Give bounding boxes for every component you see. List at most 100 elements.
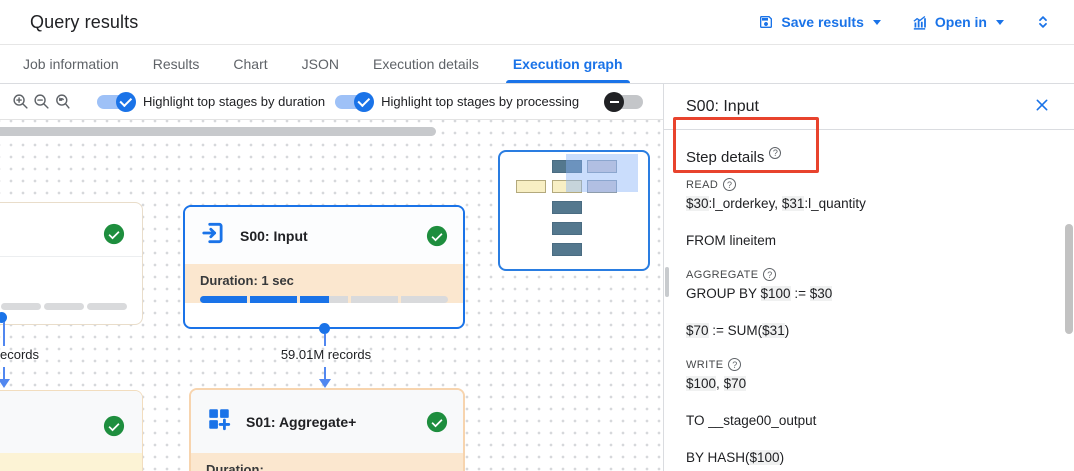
step-section-label: AGGREGATE: [686, 268, 1052, 281]
zoom-in-button[interactable]: [12, 89, 29, 115]
step-details-heading: Step details: [686, 147, 1052, 166]
variable-token: $31: [762, 323, 785, 338]
tab-execution-graph[interactable]: Execution graph: [496, 45, 640, 83]
close-panel-button[interactable]: [1032, 95, 1052, 118]
step-section-line: TO __stage00_output: [686, 413, 817, 428]
status-check-icon: [103, 223, 125, 245]
minimap-stage-rect: [516, 180, 546, 193]
aggregate-stage-icon: [206, 406, 232, 437]
variable-token: $70: [723, 376, 747, 391]
minimap-stage-rect: [587, 160, 617, 173]
panel-left-scrollbar[interactable]: [665, 267, 669, 297]
zoom-reset-button[interactable]: [54, 89, 71, 115]
highlight-duration-label: Highlight top stages by duration: [143, 94, 326, 109]
caret-down-icon: [872, 19, 881, 25]
minimap-stage-rect: [552, 222, 582, 235]
execution-graph-area: Highlight top stages by duration Highlig…: [0, 84, 663, 471]
help-icon[interactable]: [723, 178, 737, 191]
stage-node-s00-header: S00: Input: [185, 207, 463, 264]
save-icon: [758, 14, 774, 30]
step-section-line: BY HASH($100): [686, 450, 785, 465]
stage-card-partial-top[interactable]: [0, 202, 143, 325]
step-section: READ $30:l_orderkey, $31:l_quantity: [686, 178, 1052, 214]
highlight-duration-toggle[interactable]: [97, 91, 136, 112]
status-check-icon: [426, 411, 448, 433]
tab-json[interactable]: JSON: [301, 56, 339, 72]
duration-bar-segment: [250, 296, 298, 303]
edge-line: [3, 322, 5, 346]
panel-body: Step details READ $30:l_orderkey, $31:l_q…: [664, 130, 1074, 468]
duration-bar-segment: [350, 296, 398, 303]
tab-execution-details[interactable]: Execution details: [372, 56, 479, 72]
tab-chart[interactable]: Chart: [233, 56, 268, 72]
card-highlight-yellow: [0, 453, 142, 471]
open-in-button[interactable]: Open in: [911, 14, 1004, 31]
duration-bar-segment: [400, 296, 449, 303]
step-details-label: Step details: [686, 149, 765, 166]
help-icon[interactable]: [728, 358, 742, 371]
unfold-icon: [1034, 13, 1052, 31]
edge-arrowhead: [319, 379, 331, 388]
minimap-stage-rect: [552, 201, 582, 214]
duration-progress-bar: [200, 296, 449, 303]
minimap-viewport[interactable]: [566, 154, 638, 192]
variable-token: $100: [749, 450, 780, 465]
variable-token: $100: [760, 286, 791, 301]
third-toggle[interactable]: [604, 91, 644, 112]
step-section: AGGREGATE GROUP BY $100 := $30: [686, 268, 1052, 304]
graph-canvas[interactable]: S00: Input Duration: 1 sec 59.01M record…: [0, 120, 663, 471]
edge-arrowhead: [0, 379, 10, 388]
variable-token: $31: [781, 196, 805, 211]
save-results-button[interactable]: Save results: [758, 14, 881, 30]
duration-bar-segment: [1, 303, 41, 310]
caret-down-icon: [996, 19, 1004, 25]
step-section: TO __stage00_output: [686, 411, 1052, 431]
edge-records-label-partial: ecords: [0, 347, 40, 362]
page-title: Query results: [30, 11, 139, 32]
edge-dot: [0, 312, 7, 323]
help-icon[interactable]: [763, 268, 777, 281]
step-section: $70 := SUM($31): [686, 321, 1052, 341]
help-icon[interactable]: [769, 147, 782, 159]
duration-bar-gray: [1, 303, 127, 310]
expand-collapse-button[interactable]: [1034, 13, 1052, 31]
step-section-label: READ: [686, 178, 1052, 191]
minimap-stage-rect: [587, 180, 617, 193]
open-in-label: Open in: [934, 14, 987, 30]
panel-scrollbar[interactable]: [1065, 224, 1073, 334]
variable-token: $70: [686, 323, 709, 338]
step-section-line: FROM lineitem: [686, 233, 777, 248]
stage-node-s00[interactable]: S00: Input Duration: 1 sec: [183, 205, 465, 329]
status-check-icon: [426, 225, 448, 247]
step-section-line: $30:l_orderkey, $31:l_quantity: [686, 196, 866, 211]
stage-node-s00-title: S00: Input: [240, 227, 308, 244]
zoom-out-button[interactable]: [33, 89, 50, 115]
stage-duration-label: Duration: 1 sec: [200, 273, 294, 288]
header-actions: Save results Open in: [758, 13, 1052, 31]
minimap-stage-rect: [552, 243, 582, 256]
edge-records-label: 59.01M records: [280, 347, 372, 362]
step-section: BY HASH($100): [686, 448, 1052, 468]
tab-bar: Job information Results Chart JSON Execution…: [0, 45, 1074, 84]
status-check-icon: [103, 415, 125, 437]
stage-node-s01[interactable]: S01: Aggregate+ Duration:: [189, 388, 465, 471]
step-section-line: GROUP BY $100 := $30: [686, 286, 833, 301]
stage-card-partial-bottom[interactable]: [0, 390, 143, 471]
header: Query results Save results Open in: [0, 0, 1074, 45]
duration-bar-segment: [300, 296, 348, 303]
highlight-processing-toggle[interactable]: [335, 91, 375, 112]
card-divider: [0, 256, 142, 257]
variable-token: $30: [686, 196, 709, 211]
chart-icon: [911, 14, 928, 31]
highlight-processing-label: Highlight top stages by processing: [381, 94, 580, 109]
graph-minimap[interactable]: [498, 150, 650, 271]
step-section-line: $70 := SUM($31): [686, 323, 790, 338]
tab-results[interactable]: Results: [152, 56, 200, 72]
input-stage-icon: [200, 220, 226, 251]
panel-header: S00: Input: [664, 84, 1074, 130]
tab-job-information[interactable]: Job information: [23, 56, 119, 72]
horizontal-scrollbar[interactable]: [0, 127, 436, 136]
graph-toolbar: Highlight top stages by duration Highlig…: [0, 84, 663, 120]
